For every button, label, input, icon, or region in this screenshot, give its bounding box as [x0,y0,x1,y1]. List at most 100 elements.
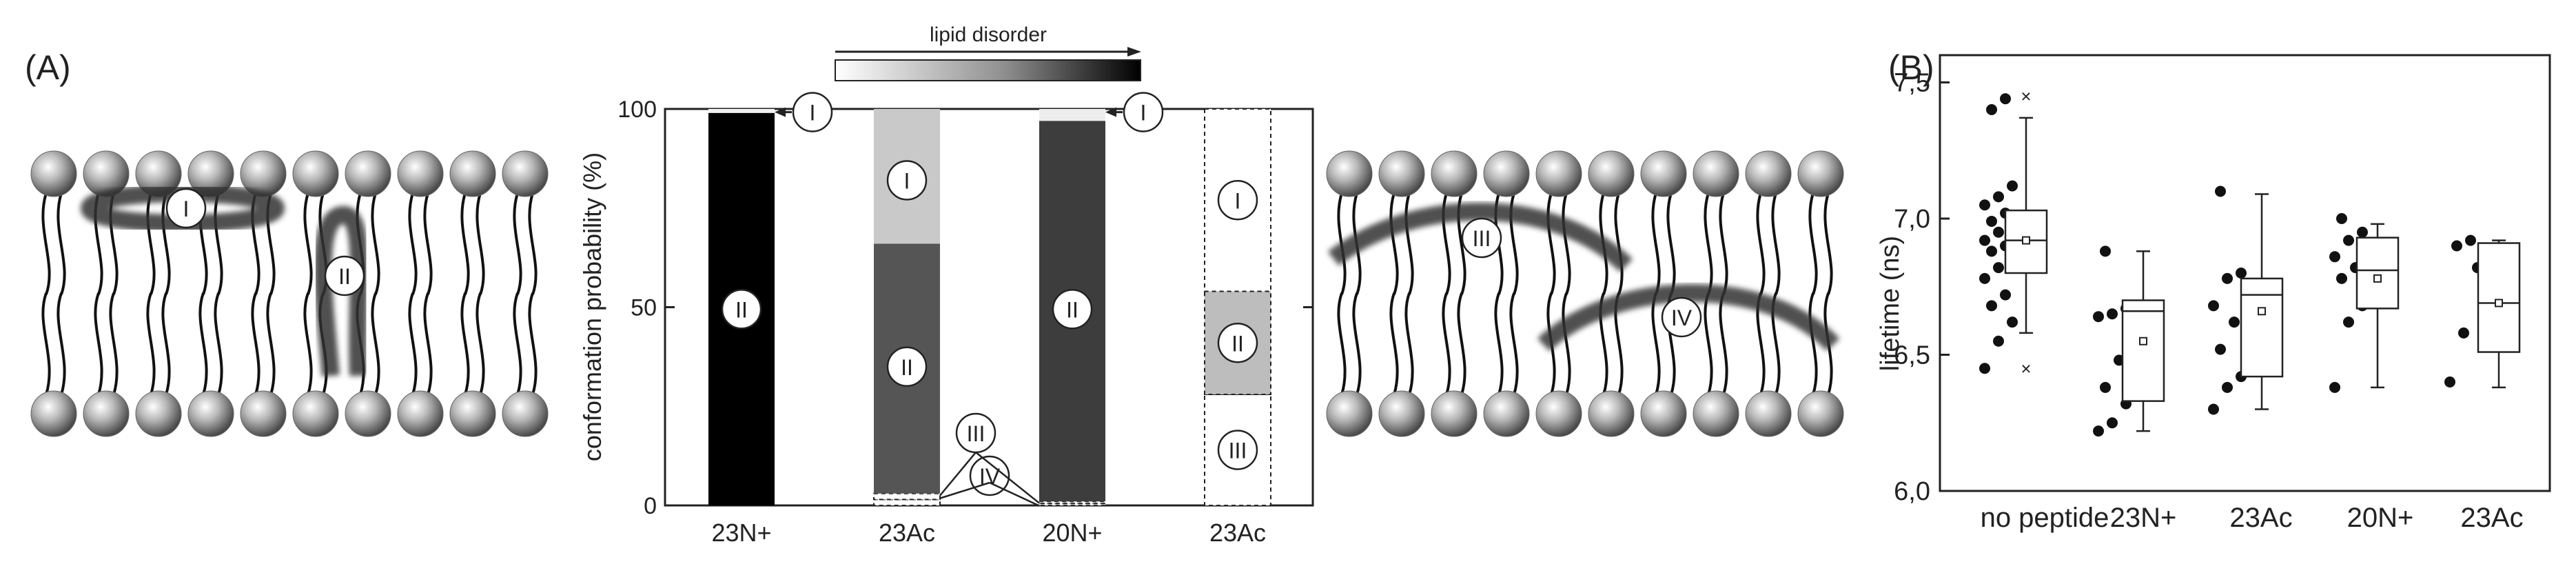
lipid-headgroup-bottom [1745,390,1792,437]
lipid-tail-top [1771,192,1781,295]
lipid-tail-top [109,192,119,295]
box [2004,209,2048,274]
lipid-tail-top [57,192,66,295]
data-point [2093,311,2104,323]
lipid-tail-bottom [1562,292,1571,395]
lipid-tail-top [408,192,418,295]
callout-label-I-circle [792,92,833,132]
lipid-tail-top [371,192,380,295]
lipid-tail-bottom [460,292,470,395]
data-point [2451,240,2462,252]
data-point [1979,363,1990,374]
membrane-left-label-II-circle [324,255,365,296]
lipid-tail-top [41,192,51,295]
membrane-left-label-II-text: II [338,264,351,289]
lipid-headgroup-top [1588,150,1635,197]
data-point [2329,381,2340,393]
lipid-tail-bottom [1457,292,1466,395]
lipid-tail-top [476,192,485,295]
data-point [2444,376,2455,388]
data-point [2100,381,2111,393]
data-point [1993,191,2004,203]
lipid-headgroup-bottom [502,390,549,437]
callout-label-I-text: I [810,101,816,125]
data-point [1986,215,1997,227]
x-tick-label: 20N+ [1042,519,1102,547]
lipid-headgroup-bottom [1535,390,1582,437]
x-tick-label: 20N+ [2347,503,2414,533]
lipid-headgroup-bottom [1797,390,1844,437]
lipid-tail-bottom [1389,292,1399,395]
data-point [2336,213,2347,224]
lipid-tail-bottom [371,292,380,395]
callout-label-III-text: III [967,421,985,446]
callout-line-III [975,452,1040,504]
lipid-tail-bottom [1651,292,1661,395]
bar4-label-I-text: I [1235,188,1241,213]
lipid-tail-bottom [1352,292,1362,395]
lipid-tail-bottom [161,292,171,395]
lipid-tail-top [528,192,538,295]
lipid-tail-top [1808,192,1818,295]
lipid-tail-top [423,192,433,295]
lipid-tail-top [1704,192,1713,295]
lipid-headgroup-bottom [292,390,339,437]
bar3-label-II-text: II [1066,297,1079,322]
lipid-disorder-label: lipid disorder [930,23,1047,46]
lipid-tail-bottom [303,292,313,395]
x-tick-label: 23Ac [1209,519,1266,547]
membrane-right-label-III-circle [1461,217,1502,259]
lipid-headgroup-top [502,150,549,197]
data-point [2000,93,2011,105]
data-point [1993,262,2004,274]
lipid-disorder-gradient [835,59,1141,81]
bar4-label-III-circle [1217,430,1258,470]
callout-arrowhead-I [1105,107,1116,117]
box-mean-marker [2139,336,2147,345]
box-plot-frame [1939,54,2551,492]
y-tick-label: 0 [644,493,657,519]
data-point [2093,425,2104,437]
callout-line-IV [989,481,1040,507]
box-plot-ylabel: lifetime (ns) [1876,236,1905,371]
data-point [2000,289,2011,301]
lipid-headgroup-bottom [135,390,182,437]
lipid-headgroup-top [1797,150,1844,197]
data-point [2465,234,2476,246]
data-point [2208,300,2219,312]
lipid-headgroup-bottom [397,390,444,437]
lipid-headgroup-bottom [449,390,496,437]
data-point [2458,327,2469,339]
lipid-tail-bottom [528,292,538,395]
panel-b-label: (B) [1888,48,1934,87]
lipid-headgroup-top [1326,150,1373,197]
box-mean-marker [2373,274,2382,283]
data-point [2236,268,2247,279]
lipid-tail-top [1546,192,1556,295]
lipid-tail-bottom [266,292,276,395]
y-tick-label: 6,5 [1894,341,1930,370]
lipid-tail-bottom [513,292,522,395]
lipid-tail-bottom [1442,292,1451,395]
lipid-headgroup-top [1745,150,1792,197]
bar1-label-II-circle [721,289,762,330]
data-point [2215,185,2226,197]
x-tick-label: 23N+ [2110,503,2177,533]
data-point [2215,343,2226,355]
lipid-headgroup-bottom [345,390,391,437]
x-tick-label: 23Ac [2229,503,2292,533]
y-tick-label: 7,5 [1894,69,1930,98]
membrane-right-label-III-text: III [1473,226,1491,251]
peptide-hairpin [314,205,368,377]
box-mean-marker [2258,307,2266,316]
x-tick-label: 23N+ [711,519,771,547]
callout-label-I-text: I [1141,101,1147,125]
y-tick-label: 6,0 [1894,477,1930,506]
lipid-tail-bottom [1719,292,1728,395]
lipid-headgroup-top [397,150,444,197]
peptide-arc-upper [1327,202,1633,272]
data-point [2100,245,2111,257]
data-point [2336,272,2347,284]
